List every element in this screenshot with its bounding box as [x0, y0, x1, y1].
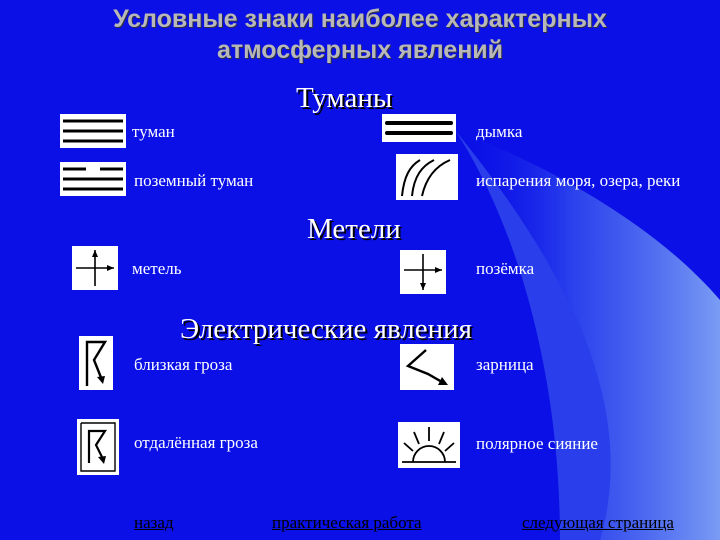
aurora-icon	[398, 422, 460, 468]
aurora-label: полярное сияние	[476, 434, 598, 453]
section-heading-electric: Электрические явления	[180, 313, 473, 345]
distant-thunderstorm-icon	[77, 419, 119, 475]
evaporation-label: испарения моря, озера, реки	[476, 171, 681, 190]
practical-work-link[interactable]: практическая работа	[272, 513, 422, 532]
fog-icon	[60, 114, 126, 148]
back-link[interactable]: назад	[134, 513, 174, 532]
drifting-snow-label: позёмка	[476, 259, 535, 278]
fog-label: туман	[132, 122, 175, 141]
near-thunderstorm-label: близкая гроза	[134, 355, 233, 374]
evaporation-icon	[396, 154, 458, 200]
haze-label: дымка	[476, 122, 523, 141]
distant-thunderstorm-label: отдалённая гроза	[134, 433, 258, 452]
next-page-link[interactable]: следующая страница	[522, 513, 674, 532]
section-heading-blizzard: Метели	[307, 213, 401, 245]
heat-lightning-icon	[400, 344, 454, 390]
title-line-1: Условные знаки наиболее характерных	[113, 5, 607, 33]
blizzard-icon	[72, 246, 118, 290]
title-line-2: атмосферных явлений	[216, 36, 504, 64]
near-thunderstorm-icon	[79, 336, 113, 390]
ground-fog-icon	[60, 162, 126, 196]
section-heading-fog: Туманы	[296, 82, 393, 114]
haze-icon	[382, 114, 456, 142]
ground-fog-label: поземный туман	[134, 171, 254, 190]
slide-title: Условные знаки наиболее характерных атмо…	[40, 4, 680, 66]
drifting-snow-icon	[400, 250, 446, 294]
heat-lightning-label: зарница	[476, 355, 534, 374]
blizzard-label: метель	[132, 259, 182, 278]
